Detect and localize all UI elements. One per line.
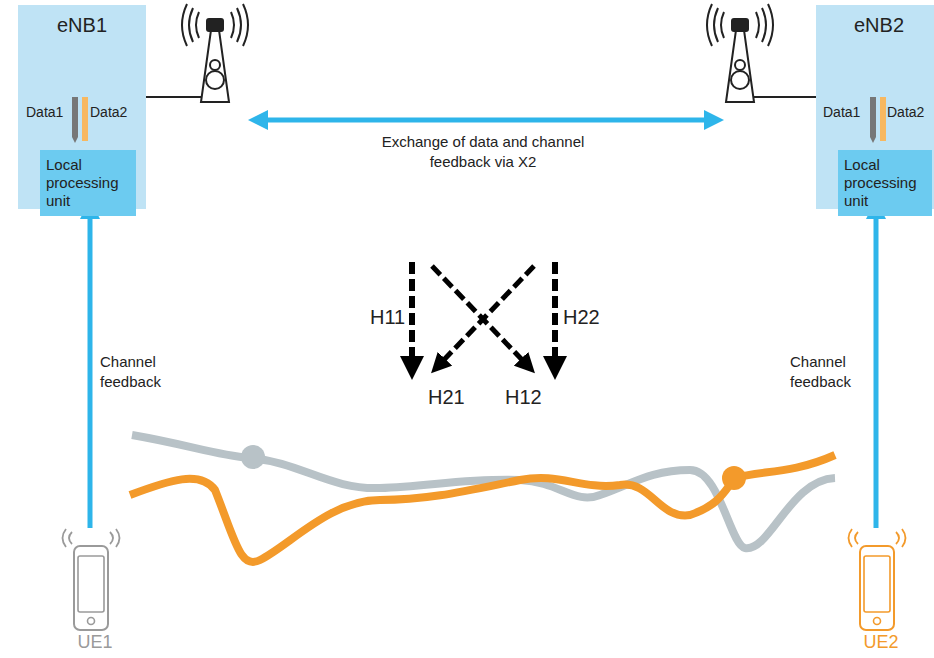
data-bars xyxy=(868,97,888,143)
box-heading: eNB2 xyxy=(816,13,934,37)
channel-label: H22 xyxy=(563,306,600,329)
channel-label: H21 xyxy=(428,386,465,409)
feedback-arrow xyxy=(88,209,93,528)
channel-label: H12 xyxy=(505,386,542,409)
feedback-arrow xyxy=(874,209,879,528)
signal-dot xyxy=(241,445,265,469)
phone-icon xyxy=(60,528,122,632)
user-device: UE2 xyxy=(846,528,916,656)
device-label: UE1 xyxy=(60,632,130,654)
tower-link xyxy=(754,96,816,98)
signal-path xyxy=(130,455,835,562)
edge-label: Channel feedback xyxy=(100,352,190,391)
feedback-arrow xyxy=(258,118,714,123)
box-label: Local processing unit xyxy=(844,156,926,210)
channel-label: H11 xyxy=(370,306,405,329)
processing-box: Local processing unit xyxy=(838,150,932,216)
edge-label: Channel feedback xyxy=(790,352,870,391)
channel-line xyxy=(409,262,415,368)
data-label: Data1 xyxy=(823,104,860,120)
device-label: UE2 xyxy=(846,632,916,654)
box-label: Local processing unit xyxy=(46,156,130,210)
data-label: Data2 xyxy=(90,104,127,120)
antenna-tower xyxy=(707,4,773,102)
phone-icon xyxy=(846,528,908,632)
signal-dot xyxy=(722,466,746,490)
edge-label: Exchange of data and channel feedback vi… xyxy=(363,132,603,171)
user-device: UE1 xyxy=(60,528,130,656)
channel-line xyxy=(432,266,528,366)
box-heading: eNB1 xyxy=(18,13,146,37)
channel-line xyxy=(438,266,534,366)
antenna-tower xyxy=(182,4,248,102)
data-bars xyxy=(70,97,90,143)
channel-line xyxy=(552,262,558,368)
data-label: Data1 xyxy=(26,104,63,120)
processing-box: Local processing unit xyxy=(40,150,136,216)
tower-link xyxy=(138,96,201,98)
data-label: Data2 xyxy=(887,104,924,120)
